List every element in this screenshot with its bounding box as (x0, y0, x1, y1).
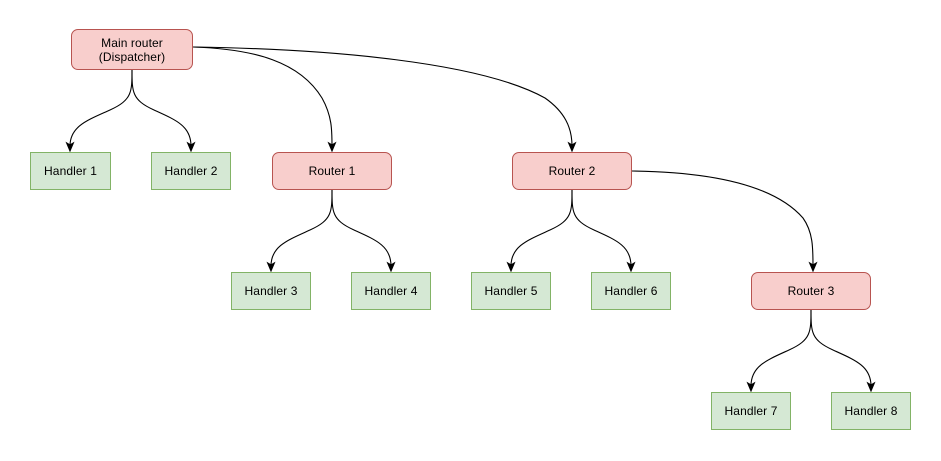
node-main-router[interactable]: Main router (Dispatcher) (71, 29, 193, 70)
node-router-1[interactable]: Router 1 (272, 152, 392, 190)
edge-router-2-to-handler-6 (571, 189, 636, 273)
edge-router-1-to-handler-3 (266, 189, 333, 273)
edge-main-to-router-1 (192, 46, 337, 153)
node-handler-1[interactable]: Handler 1 (30, 152, 111, 190)
edge-router-2-to-router-3 (631, 170, 818, 273)
node-handler-3[interactable]: Handler 3 (231, 272, 311, 310)
edge-main-to-handler-2 (131, 69, 196, 153)
node-handler-7[interactable]: Handler 7 (711, 392, 791, 430)
node-router-3[interactable]: Router 3 (751, 272, 871, 310)
edge-main-to-router-2 (192, 46, 577, 153)
edge-router-3-to-handler-8 (810, 309, 876, 393)
node-handler-2[interactable]: Handler 2 (151, 152, 231, 190)
node-router-2[interactable]: Router 2 (512, 152, 632, 190)
node-handler-8[interactable]: Handler 8 (831, 392, 911, 430)
edge-router-1-to-handler-4 (331, 189, 396, 273)
edge-main-to-handler-1 (65, 69, 133, 153)
node-handler-6[interactable]: Handler 6 (591, 272, 671, 310)
edge-router-2-to-handler-5 (506, 189, 573, 273)
edge-router-3-to-handler-7 (746, 309, 812, 393)
node-handler-5[interactable]: Handler 5 (471, 272, 551, 310)
node-handler-4[interactable]: Handler 4 (351, 272, 431, 310)
